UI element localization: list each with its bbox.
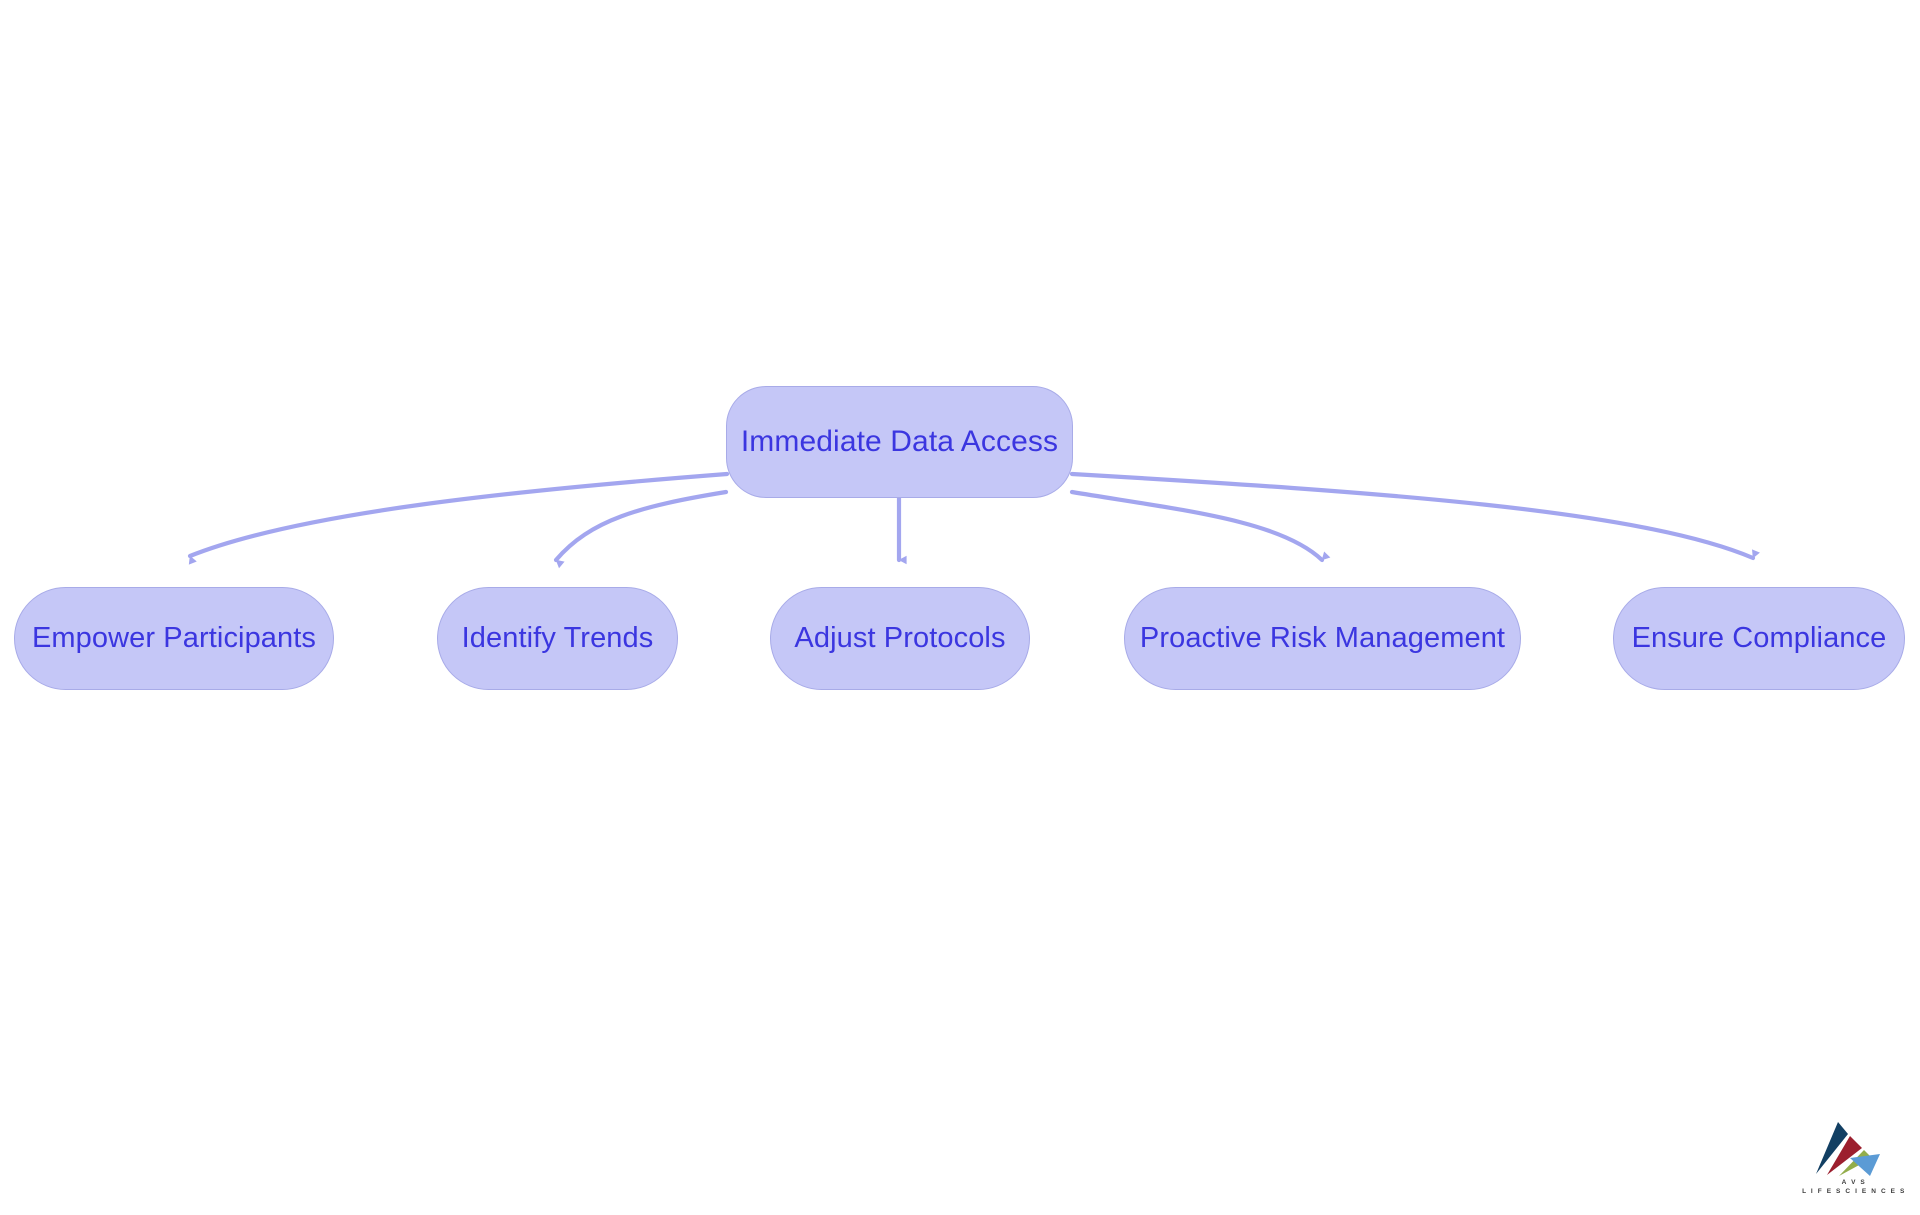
edge-root-to-proactive-risk-management — [1069, 489, 1331, 563]
node-proactive-risk-management[interactable]: Proactive Risk Management — [1124, 587, 1521, 690]
edge-root-to-ensure-compliance — [1069, 471, 1760, 561]
node-label: Proactive Risk Management — [1139, 622, 1506, 654]
logo-line-1: A V S — [1841, 1179, 1867, 1186]
node-label: Immediate Data Access — [740, 425, 1059, 458]
node-label: Empower Participants — [31, 622, 317, 654]
node-ensure-compliance[interactable]: Ensure Compliance — [1613, 587, 1905, 690]
logo-mark-icon — [1816, 1122, 1880, 1176]
node-identify-trends[interactable]: Identify Trends — [437, 587, 678, 690]
node-adjust-protocols[interactable]: Adjust Protocols — [770, 587, 1030, 690]
avs-life-sciences-logo: A V S L I F E S C I E N C E S — [1802, 1118, 1906, 1202]
logo-line-2: L I F E S C I E N C E S — [1802, 1188, 1906, 1195]
node-label: Adjust Protocols — [794, 622, 1006, 654]
node-empower-participants[interactable]: Empower Participants — [14, 587, 334, 690]
node-immediate-data-access[interactable]: Immediate Data Access — [726, 386, 1073, 498]
edge-root-to-empower-participants — [187, 471, 730, 565]
logo-wordmark: A V S L I F E S C I E N C E S — [1802, 1178, 1906, 1196]
node-label: Identify Trends — [461, 622, 654, 654]
edge-root-to-identify-trends — [553, 489, 729, 569]
node-label: Ensure Compliance — [1631, 622, 1887, 654]
